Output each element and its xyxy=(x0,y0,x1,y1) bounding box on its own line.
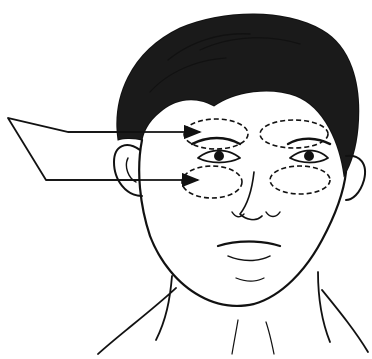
left-eye xyxy=(198,151,240,163)
right-frontal-sinus-region xyxy=(260,120,328,148)
left-eyebrow xyxy=(192,138,240,144)
face-outline xyxy=(139,140,346,306)
right-maxillary-sinus-region xyxy=(270,166,330,194)
right-eye xyxy=(290,151,328,163)
neck xyxy=(98,276,176,354)
nose xyxy=(240,172,262,220)
hair xyxy=(117,14,359,176)
mouth xyxy=(218,242,280,247)
left-ear xyxy=(114,145,142,196)
left-maxillary-sinus-region xyxy=(182,166,242,198)
